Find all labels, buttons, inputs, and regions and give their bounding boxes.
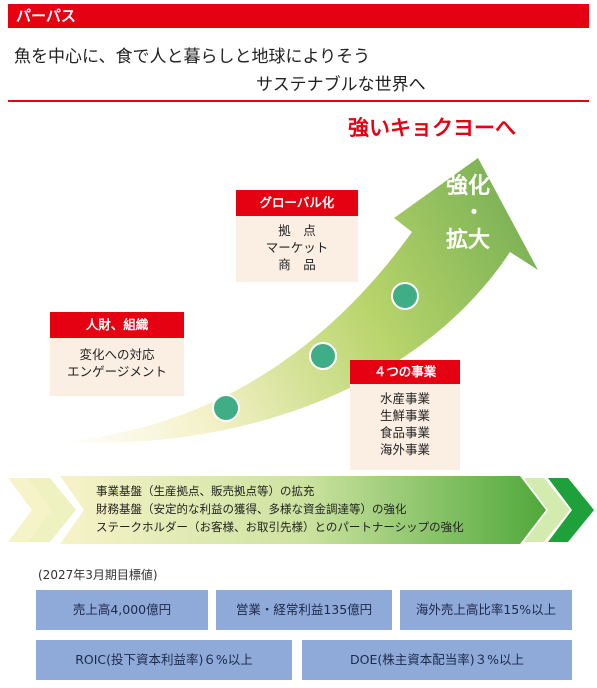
business-item: 食品事業 [379, 425, 430, 440]
purpose-label: パーパス [16, 7, 76, 25]
kpi-sales: 売上高4,000億円 [36, 590, 208, 630]
chevron-3 [524, 478, 570, 542]
slogan: 強いキョクヨーへ [348, 116, 516, 140]
tagline-line-1: 魚を中心に、食で人と暮らしと地球によりそう [14, 47, 371, 67]
arrow-label-expand: 拡大 [446, 228, 491, 253]
foundation-line: 事業基盤（生産拠点、販売拠点等）の拡充 [96, 484, 315, 498]
arrow-label-strengthen: 強化 [446, 174, 491, 199]
globalization-box: グローバル化 拠 点 マーケット 商 品 [236, 190, 358, 282]
business-item: 生鮮事業 [379, 408, 430, 423]
kpi-operating-profit: 営業・経常利益135億円 [216, 590, 392, 630]
kpi-doe: DOE(株主資本配当率)３%以上 [302, 640, 572, 680]
chevron-2 [28, 478, 76, 542]
human-resources-item: 変化への対応 [79, 347, 155, 362]
band-body [60, 476, 546, 544]
business-item: 海外事業 [379, 442, 430, 457]
chevron-1 [8, 478, 58, 542]
kpi-caption: (2027年3月期目標値) [38, 568, 158, 582]
business-title: ４つの事業 [350, 360, 460, 384]
kpi-roic: ROIC(投下資本利益率)６%以上 [36, 640, 292, 680]
globalization-title: グローバル化 [236, 190, 358, 216]
human-resources-title: 人財、組織 [50, 312, 184, 338]
milestone-circle-1 [212, 394, 240, 422]
human-resources-item: エンゲージメント [67, 364, 167, 379]
foundation-line: ステークホルダー（お客様、お取引先様）とのパートナーシップの強化 [96, 520, 464, 534]
purpose-bar: パーパス [8, 4, 589, 28]
human-resources-box: 人財、組織 変化への対応 エンゲージメント [50, 312, 184, 396]
kpi-overseas-ratio: 海外売上高比率15%以上 [400, 590, 572, 630]
business-box: ４つの事業 水産事業 生鮮事業 食品事業 海外事業 [350, 360, 460, 470]
milestone-circle-2 [309, 342, 337, 370]
tagline-line-2: サステナブルな世界へ [256, 75, 426, 95]
growth-arrow [58, 158, 538, 444]
chevron-4 [548, 478, 594, 542]
arrow-label-dot: ・ [464, 200, 484, 224]
milestone-circle-3 [391, 282, 419, 310]
business-item: 水産事業 [379, 391, 430, 406]
foundation-band [8, 476, 594, 544]
foundation-line: 財務基盤（安定的な利益の獲得、多様な資金調達等）の強化 [96, 502, 407, 516]
globalization-item: 商 品 [278, 257, 316, 272]
globalization-item: マーケット [265, 240, 329, 255]
header-divider [8, 100, 589, 102]
globalization-item: 拠 点 [278, 223, 316, 238]
